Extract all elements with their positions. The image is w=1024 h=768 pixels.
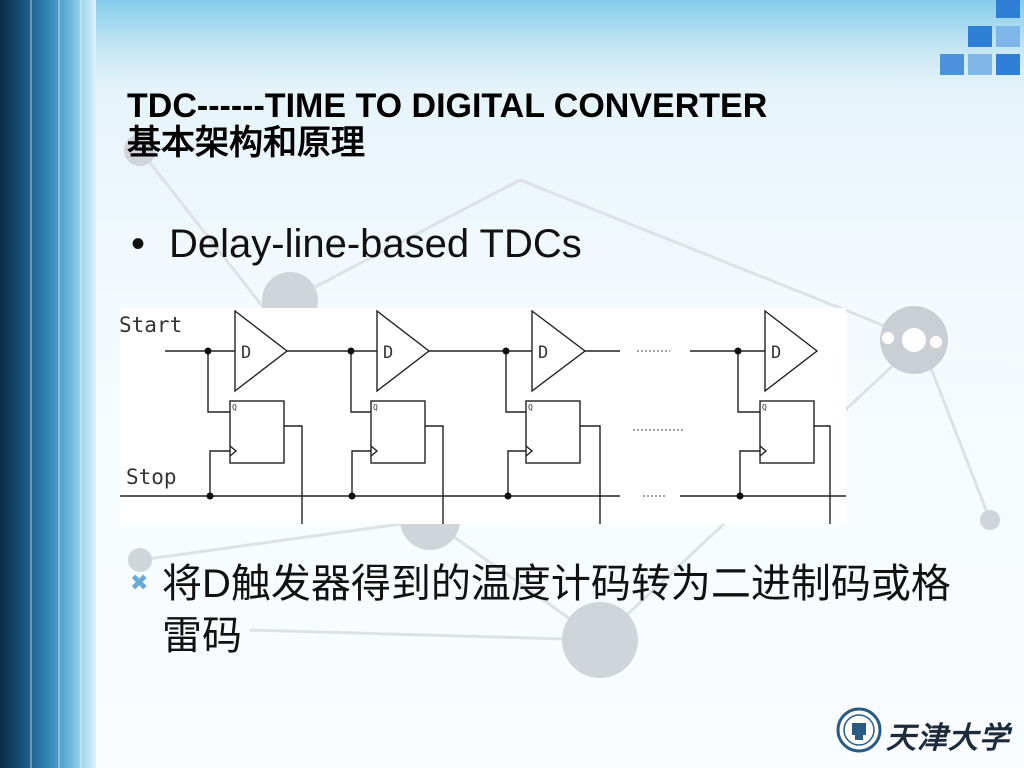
slide-title: TDC------TIME TO DIGITAL CONVERTER 基本架构和… [127,88,947,162]
ff-q-label: Q [762,403,767,412]
university-name: 天津大学 [886,721,1010,756]
start-label: Start [120,313,182,337]
delay-cell-label: D [538,343,548,363]
bullet-dot-icon: • [131,222,146,266]
x-mark-icon: ✖ [130,570,149,595]
gear-node-decoration [880,306,948,374]
circuit-svg: Start Stop [119,309,846,524]
bullet-delay-line: • Delay-line-based TDCs [131,222,582,267]
university-logo: 天津大学 [836,707,1009,756]
title-line-2: 基本架构和原理 [127,124,365,162]
stop-label: Stop [126,465,177,489]
tdc-circuit-diagram: Start Stop [119,308,846,524]
bullet-code-conversion-text: 将D触发器得到的温度计码转为二进制码或格雷码 [162,562,951,658]
delay-cell-label: D [383,343,393,363]
corner-squares-decoration [934,0,1024,80]
university-seal-icon [836,707,882,753]
delay-cell-label: D [241,343,251,363]
bullet-delay-line-text: Delay-line-based TDCs [169,222,582,266]
ff-q-label: Q [373,403,378,412]
ff-q-label: Q [232,403,237,412]
ff-q-label: Q [528,403,533,412]
delay-cell-label: D [771,343,781,363]
title-line-1: TDC------TIME TO DIGITAL CONVERTER [127,87,768,125]
left-gradient-bar [0,0,96,768]
